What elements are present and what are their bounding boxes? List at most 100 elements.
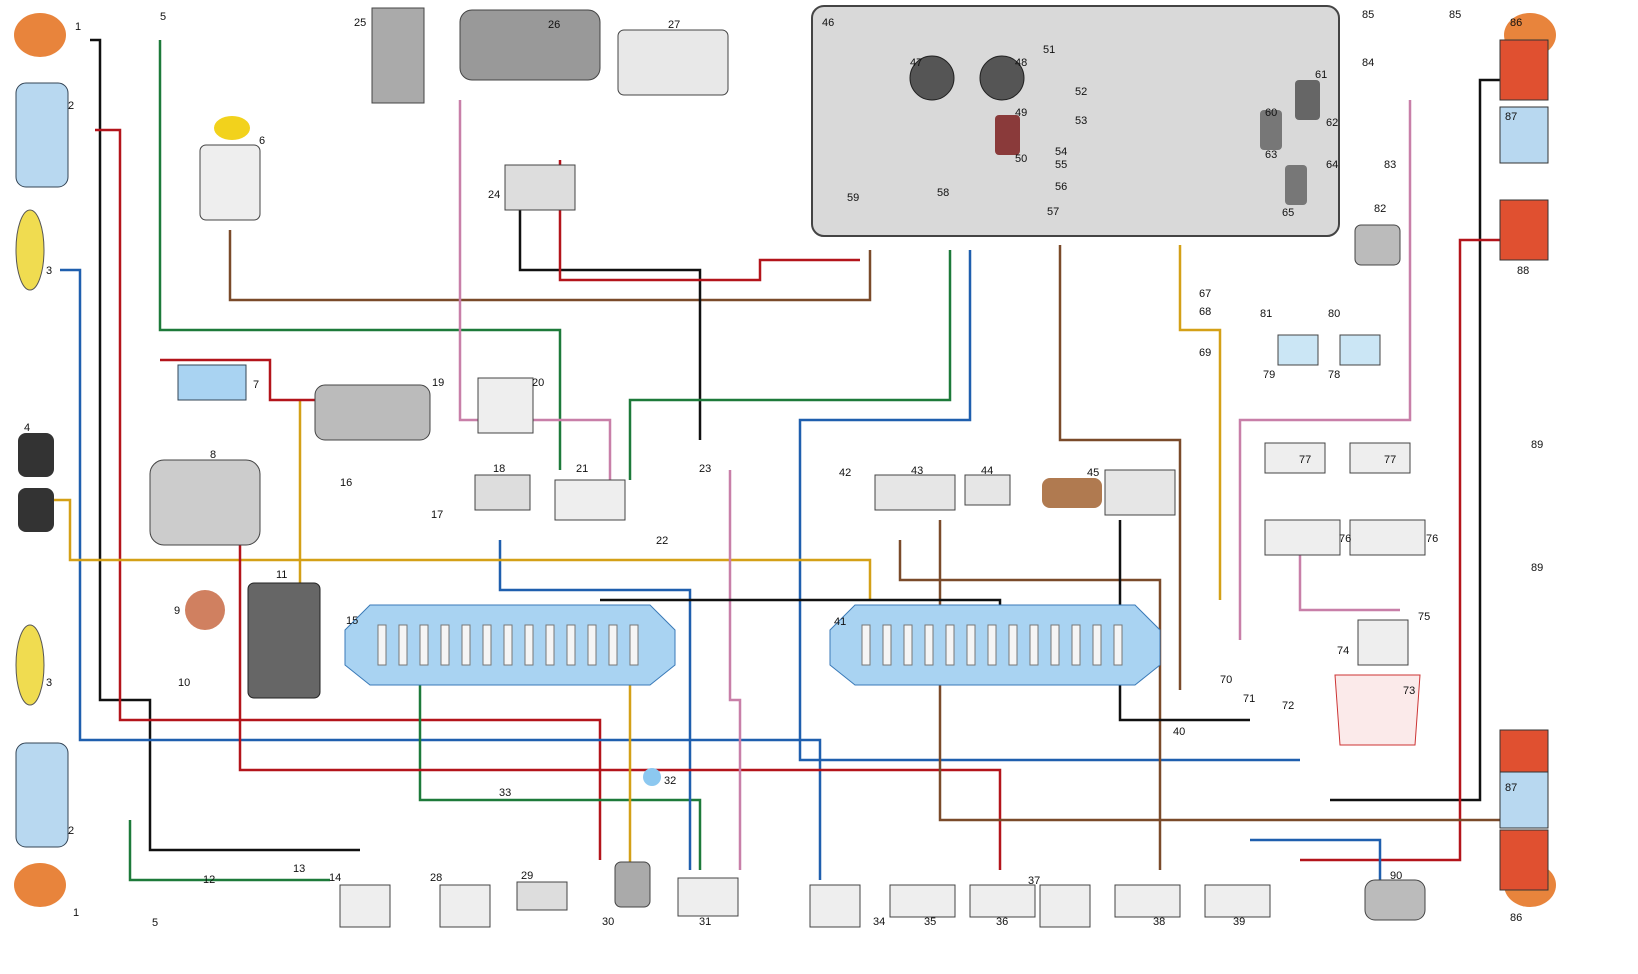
component-number-label: 41 <box>834 616 847 628</box>
wire <box>728 470 742 870</box>
oil-pressure-gauge <box>1260 110 1282 150</box>
wire <box>60 268 822 880</box>
component-number-label: 4 <box>24 422 31 434</box>
component-number-label: 62 <box>1326 117 1339 129</box>
horn <box>18 433 54 477</box>
component-number-label: 33 <box>499 787 512 799</box>
component-number-label: 45 <box>1087 467 1100 479</box>
wire <box>1330 78 1500 802</box>
fuse <box>503 624 513 666</box>
fuse <box>987 624 997 666</box>
component-number-label: 42 <box>839 467 852 479</box>
component-number-label: 32 <box>664 775 677 787</box>
fuse <box>903 624 913 666</box>
wire <box>1250 838 1382 890</box>
fog-lamp <box>15 209 45 291</box>
component-number-label: 51 <box>1043 44 1056 56</box>
component-number-label: 20 <box>532 377 545 389</box>
component-number-label: 85 <box>1449 9 1462 21</box>
headlight <box>15 742 69 848</box>
module-29 <box>516 881 568 911</box>
fuse <box>398 624 408 666</box>
fuse <box>377 624 387 666</box>
component-number-label: 24 <box>488 189 501 201</box>
washer-motor <box>1354 224 1401 266</box>
sensor-9 <box>185 590 225 630</box>
rear-window-heater <box>1334 674 1421 746</box>
component-number-label: 60 <box>1265 107 1278 119</box>
fuse <box>419 624 429 666</box>
relay <box>339 884 391 928</box>
wire <box>628 250 952 480</box>
component-number-label: 19 <box>432 377 445 389</box>
relay-31 <box>677 877 739 917</box>
component-number-label: 83 <box>1384 159 1397 171</box>
component-number-label: 64 <box>1326 159 1339 171</box>
wire <box>95 128 602 860</box>
fuse <box>882 624 892 666</box>
component-number-label: 85 <box>1362 9 1375 21</box>
component-number-label: 44 <box>981 465 994 477</box>
wire <box>158 40 562 470</box>
fuse <box>945 624 955 666</box>
component-number-label: 84 <box>1362 57 1375 69</box>
component-number-label: 5 <box>160 11 167 23</box>
fog-lamp <box>15 624 45 706</box>
component-number-label: 3 <box>46 265 53 277</box>
starter <box>314 384 431 441</box>
voltmeter-gauge <box>1285 165 1307 205</box>
component-number-label: 40 <box>1173 726 1186 738</box>
tail-lamp <box>1499 199 1549 261</box>
component-number-label: 86 <box>1510 912 1523 924</box>
component-number-label: 56 <box>1055 181 1068 193</box>
wire <box>1058 245 1182 690</box>
component-number-label: 78 <box>1328 369 1341 381</box>
turn-signal-lamp <box>14 13 66 57</box>
relay-76 <box>1264 519 1341 556</box>
component-number-label: 11 <box>276 569 288 581</box>
fuel-gauge <box>995 115 1020 155</box>
relay-76b <box>1349 519 1426 556</box>
relay-box <box>889 884 956 918</box>
fuse-box-7 <box>177 364 247 401</box>
wiper-motor <box>459 9 601 81</box>
component-number-label: 21 <box>576 463 589 475</box>
component-number-label: 65 <box>1282 207 1295 219</box>
component-number-label: 12 <box>203 874 216 886</box>
component-number-label: 47 <box>910 57 923 69</box>
component-number-label: 89 <box>1531 439 1544 451</box>
fuse <box>545 624 555 666</box>
wire <box>1178 245 1222 600</box>
wire <box>1238 100 1412 640</box>
wire <box>90 38 360 852</box>
component-number-label: 73 <box>1403 685 1416 697</box>
relay-75 <box>1357 619 1409 666</box>
component-number-label: 87 <box>1505 111 1518 123</box>
component-number-label: 76 <box>1339 533 1352 545</box>
component-number-label: 22 <box>656 535 669 547</box>
component-number-label: 69 <box>1199 347 1212 359</box>
wire <box>518 165 702 440</box>
component-number-label: 57 <box>1047 206 1060 218</box>
wire <box>898 540 1162 870</box>
relay-box <box>1114 884 1181 918</box>
ignition-coil <box>371 7 425 104</box>
component-number-label: 15 <box>346 615 359 627</box>
fuse <box>924 624 934 666</box>
washer-pump <box>614 861 651 908</box>
component-number-label: 1 <box>75 21 82 33</box>
component-number-label: 34 <box>873 916 886 928</box>
component-number-label: 55 <box>1055 159 1068 171</box>
component-number-label: 50 <box>1015 153 1028 165</box>
component-number-label: 80 <box>1328 308 1341 320</box>
component-number-label: 9 <box>174 605 181 617</box>
component-number-label: 7 <box>253 379 260 391</box>
component-number-label: 67 <box>1199 288 1212 300</box>
wiper-switch <box>504 164 576 211</box>
switch-knob <box>1042 478 1102 508</box>
wire <box>558 160 860 282</box>
relay-21 <box>554 479 626 521</box>
tachometer-gauge <box>979 55 1025 101</box>
component-number-label: 29 <box>521 870 534 882</box>
